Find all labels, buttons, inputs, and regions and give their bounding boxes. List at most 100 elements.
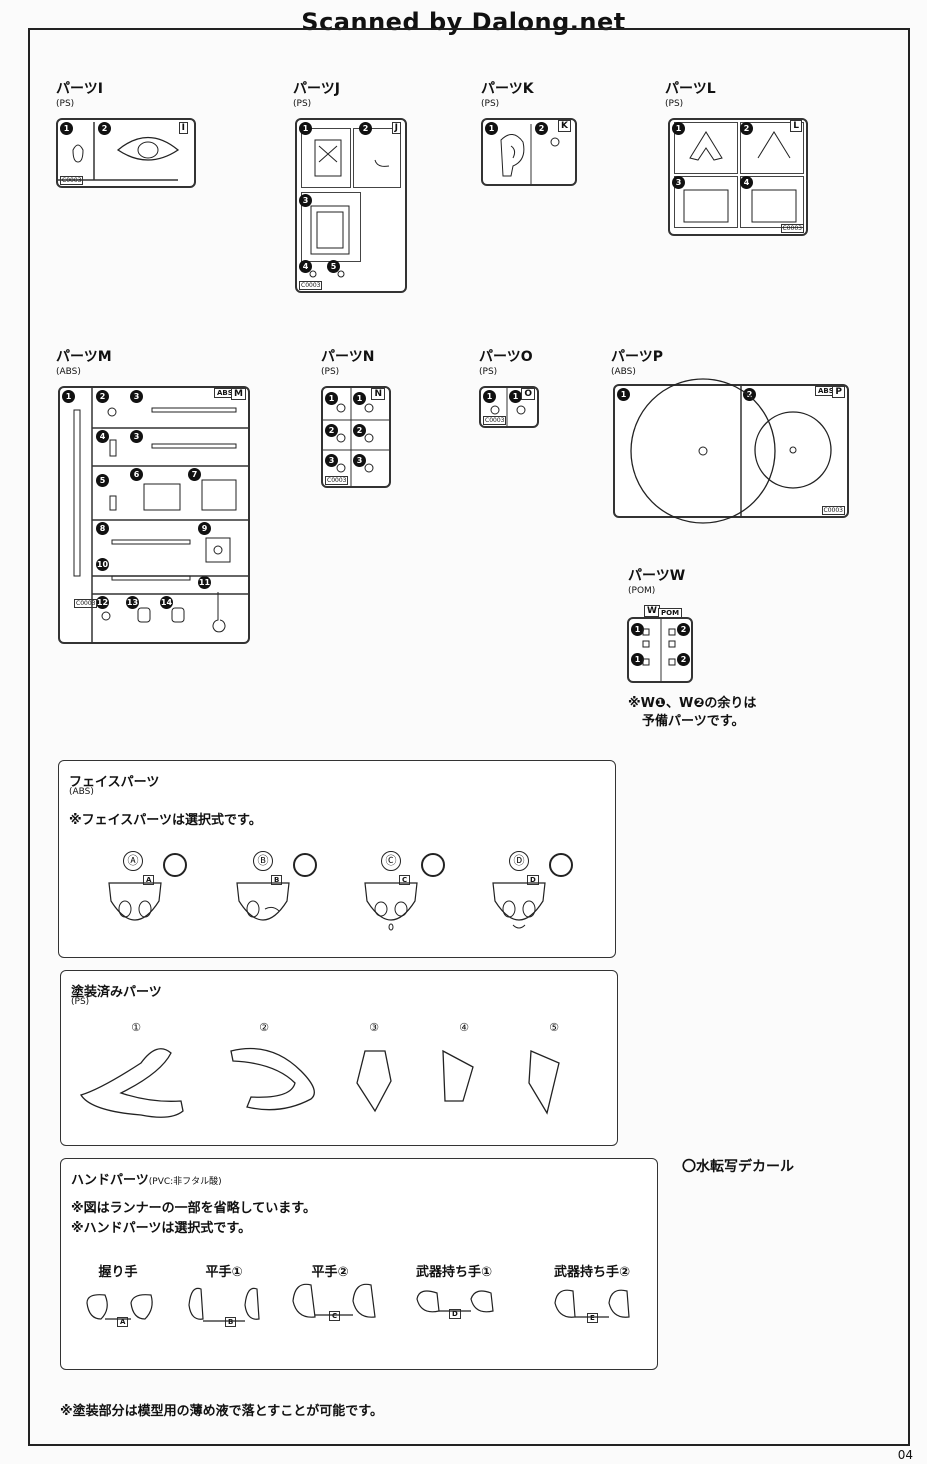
runner-k: 1 2 K bbox=[481, 118, 577, 186]
part-number: 4 bbox=[299, 260, 312, 273]
face-option-c: Ⓒ bbox=[381, 851, 401, 871]
part-number: 1 bbox=[485, 122, 498, 135]
face-a bbox=[108, 853, 187, 921]
part-number: 7 bbox=[188, 468, 201, 481]
part-number: 11 bbox=[198, 576, 211, 589]
page-number: 04 bbox=[897, 1448, 913, 1462]
part-number: 1 bbox=[353, 392, 366, 405]
runner-w-parts bbox=[642, 619, 676, 683]
painted-item-1: ① bbox=[127, 1019, 145, 1037]
part-number: 1 bbox=[62, 390, 75, 403]
part-number: 2 bbox=[677, 653, 690, 666]
face-option-b: Ⓑ bbox=[253, 851, 273, 871]
footer-note: ※塗装部分は模型用の薄め液で落とすことが可能です。 bbox=[60, 1404, 383, 1419]
painted-parts-box: 塗装済みパーツ (PS) ① ② ③ ④ ⑤ bbox=[60, 970, 618, 1146]
part-number: 2 bbox=[98, 122, 111, 135]
runner-tag: O bbox=[521, 388, 535, 400]
painted-item-4: ④ bbox=[455, 1019, 473, 1037]
decal-label: 〇水転写デカール bbox=[682, 1159, 794, 1175]
painted-item-2: ② bbox=[255, 1019, 273, 1037]
face-tag: B bbox=[271, 875, 283, 885]
hand-tag: B bbox=[225, 1317, 237, 1327]
hand-tag: C bbox=[329, 1311, 341, 1321]
part-number: 1 bbox=[631, 653, 644, 666]
runner-i: 1 2 I C0003 bbox=[56, 118, 196, 188]
runner-code: C0003 bbox=[483, 416, 507, 425]
part-number: 1 bbox=[483, 390, 496, 403]
part-number: 5 bbox=[96, 474, 109, 487]
painted-parts-material: (PS) bbox=[71, 997, 90, 1007]
runner-w-note: 予備パーツです。 bbox=[642, 714, 745, 729]
painted-parts-title: 塗装済みパーツ bbox=[71, 985, 162, 1000]
runner-tag: P bbox=[832, 386, 845, 398]
part-number: 3 bbox=[353, 454, 366, 467]
face-parts-drawings bbox=[108, 853, 573, 931]
page-frame bbox=[28, 28, 910, 1446]
part-number: 1 bbox=[325, 392, 338, 405]
hand-label-flat-1: 平手① bbox=[205, 1265, 243, 1280]
runner-l-label: パーツL(PS) bbox=[665, 81, 716, 110]
hand-label-weapon-2: 武器持ち手② bbox=[553, 1265, 630, 1280]
runner-code: C0003 bbox=[780, 224, 804, 233]
watermark: Scanned by Dalong.net bbox=[301, 8, 626, 36]
runner-m-parts bbox=[73, 388, 248, 644]
part-number: 2 bbox=[743, 388, 756, 401]
hand-parts-title: ハンドパーツ(PVC:非フタル酸) bbox=[71, 1173, 222, 1188]
hand-tag: A bbox=[117, 1317, 129, 1327]
part-number: 2 bbox=[740, 122, 753, 135]
part-number: 2 bbox=[677, 623, 690, 636]
runner-k-label: パーツK(PS) bbox=[481, 81, 534, 110]
part-number: 1 bbox=[672, 122, 685, 135]
runner-m: 1 2 3 4 3 5 6 7 8 9 10 11 12 13 14 ABS M… bbox=[58, 386, 250, 644]
runner-tag: J bbox=[391, 122, 401, 134]
runner-i-label: パーツI(PS) bbox=[56, 81, 103, 110]
runner-p: 1 2 ABS P C0003 bbox=[613, 378, 849, 524]
face-tag: C bbox=[399, 875, 411, 885]
runner-w: 1 2 1 2 bbox=[627, 617, 693, 683]
hand-parts-note-1: ※図はランナーの一部を省略しています。 bbox=[71, 1201, 316, 1216]
runner-tag: M bbox=[231, 388, 246, 400]
face-d bbox=[492, 853, 573, 929]
face-tag: A bbox=[143, 875, 155, 885]
face-parts-note: ※フェイスパーツは選択式です。 bbox=[69, 813, 262, 828]
painted-item-3: ③ bbox=[365, 1019, 383, 1037]
runner-l: 1 2 3 4 L C0003 bbox=[668, 118, 808, 236]
hand-label-flat-2: 平手② bbox=[311, 1265, 349, 1280]
face-option-a: Ⓐ bbox=[123, 851, 143, 871]
part-number: 4 bbox=[740, 176, 753, 189]
runner-code: C0003 bbox=[325, 476, 349, 485]
hand-label-weapon-1: 武器持ち手① bbox=[415, 1265, 492, 1280]
part-number: 3 bbox=[130, 430, 143, 443]
face-parts-title: フェイスパーツ bbox=[69, 775, 160, 790]
part-number: 3 bbox=[130, 390, 143, 403]
runner-j-label: パーツJ(PS) bbox=[293, 81, 340, 110]
part-number: 3 bbox=[299, 194, 312, 207]
runner-w-label: パーツW(POM) bbox=[628, 568, 686, 597]
part-number: 14 bbox=[160, 596, 173, 609]
part-number: 2 bbox=[96, 390, 109, 403]
hand-parts-note-2: ※ハンドパーツは選択式です。 bbox=[71, 1221, 252, 1236]
part-number: 2 bbox=[353, 424, 366, 437]
painted-item-5: ⑤ bbox=[545, 1019, 563, 1037]
part-number: 2 bbox=[535, 122, 548, 135]
hand-tag: D bbox=[449, 1309, 461, 1319]
runner-code: C0003 bbox=[821, 506, 845, 515]
runner-m-label: パーツM(ABS) bbox=[56, 349, 112, 378]
face-tag: D bbox=[527, 875, 539, 885]
runner-tag: N bbox=[371, 388, 385, 400]
part-number: 1 bbox=[509, 390, 522, 403]
runner-l-parts bbox=[683, 131, 797, 223]
runner-tag: L bbox=[790, 120, 802, 132]
hand-label-grip: 握り手 bbox=[98, 1265, 138, 1280]
hand-parts-box: ハンドパーツ(PVC:非フタル酸) ※図はランナーの一部を省略しています。 ※ハ… bbox=[60, 1158, 658, 1370]
runner-material-tag: POM bbox=[658, 608, 683, 618]
runner-n-label: パーツN(PS) bbox=[321, 349, 375, 378]
part-number: 3 bbox=[672, 176, 685, 189]
runner-j-cell bbox=[353, 128, 401, 188]
runner-code: C0003 bbox=[60, 176, 84, 185]
face-c bbox=[364, 853, 445, 931]
runner-n-parts bbox=[323, 388, 391, 488]
runner-code: C0003 bbox=[299, 281, 323, 290]
runner-j: 1 2 3 4 5 J C0003 bbox=[295, 118, 407, 293]
hand-tag: E bbox=[587, 1313, 598, 1323]
